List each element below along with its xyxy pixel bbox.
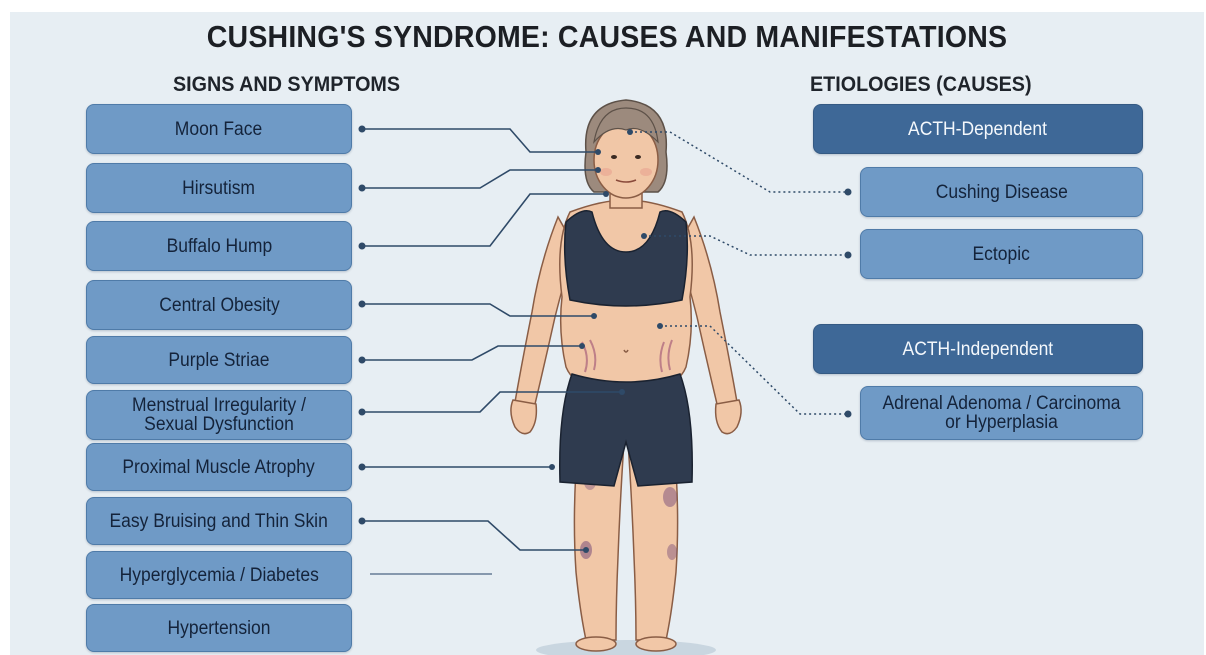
cause-acth-independent-header: ACTH-Independent (813, 324, 1143, 374)
sign-label: Hypertension (167, 619, 270, 638)
sign-central-obesity: Central Obesity (86, 280, 352, 330)
sign-buffalo-hump: Buffalo Hump (86, 221, 352, 271)
cause-header-label: ACTH-Dependent (909, 120, 1048, 139)
sign-menstrual-irregularity: Menstrual Irregularity / Sexual Dysfunct… (86, 390, 352, 440)
sign-label: Menstrual Irregularity / Sexual Dysfunct… (110, 396, 327, 434)
sign-moon-face: Moon Face (86, 104, 352, 154)
cause-label: Cushing Disease (935, 183, 1067, 202)
cause-adrenal-adenoma: Adrenal Adenoma / Carcinoma or Hyperplas… (860, 386, 1143, 440)
cause-header-label: ACTH-Independent (903, 340, 1054, 359)
cause-cushing-disease: Cushing Disease (860, 167, 1143, 217)
sign-easy-bruising: Easy Bruising and Thin Skin (86, 497, 352, 545)
cause-label: Ectopic (973, 245, 1030, 264)
sign-label: Hyperglycemia / Diabetes (119, 566, 318, 585)
sign-label: Central Obesity (159, 296, 279, 315)
infographic-canvas: CUSHING'S SYNDROME: CAUSES AND MANIFESTA… (10, 12, 1204, 655)
sign-label: Easy Bruising and Thin Skin (110, 512, 328, 531)
cause-acth-dependent-header: ACTH-Dependent (813, 104, 1143, 154)
sign-purple-striae: Purple Striae (86, 336, 352, 384)
sign-proximal-muscle-atrophy: Proximal Muscle Atrophy (86, 443, 352, 491)
cause-label: Adrenal Adenoma / Carcinoma or Hyperplas… (881, 394, 1121, 432)
sign-hirsutism: Hirsutism (86, 163, 352, 213)
sign-hypertension: Hypertension (86, 604, 352, 652)
sign-hyperglycemia: Hyperglycemia / Diabetes (86, 551, 352, 599)
sign-label: Buffalo Hump (166, 237, 272, 256)
sign-label: Proximal Muscle Atrophy (123, 458, 315, 477)
cause-ectopic: Ectopic (860, 229, 1143, 279)
etiologies-heading: ETIOLOGIES (CAUSES) (810, 73, 1032, 97)
signs-symptoms-heading: SIGNS AND SYMPTOMS (173, 73, 400, 97)
sign-label: Hirsutism (183, 179, 256, 198)
sign-label: Purple Striae (168, 351, 269, 370)
page-title: CUSHING'S SYNDROME: CAUSES AND MANIFESTA… (58, 19, 1156, 55)
sign-label: Moon Face (175, 120, 262, 139)
